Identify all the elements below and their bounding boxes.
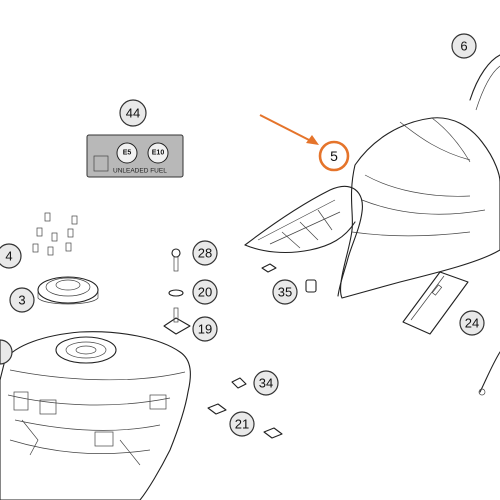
fuel-badge-e10: E10 (152, 150, 165, 157)
svg-text:28: 28 (198, 246, 212, 261)
callout-3[interactable]: 3 (9, 287, 35, 313)
callout-arrowhead (306, 135, 319, 145)
svg-text:4: 4 (5, 249, 12, 264)
passenger-seat-part[interactable] (469, 54, 500, 111)
bolt-part[interactable] (171, 248, 181, 272)
callout-arrow (259, 114, 314, 143)
callout-35[interactable]: 35 (272, 279, 298, 305)
callout-24[interactable]: 24 (459, 310, 485, 336)
svg-text:6: 6 (460, 39, 467, 54)
clip-part[interactable] (231, 377, 247, 389)
seat-clip-part[interactable] (261, 263, 317, 293)
cable-part[interactable] (478, 351, 500, 396)
callout-44[interactable]: 44 (119, 99, 147, 127)
fuel-tank-part[interactable] (0, 331, 191, 500)
callout-partial-left (0, 339, 13, 365)
fuel-label-part[interactable]: E5 E10 UNLEADED FUEL (86, 134, 184, 178)
callout-5[interactable]: 5 (318, 140, 350, 172)
nut-part[interactable] (207, 403, 283, 439)
fuel-badge-e5: E5 (123, 150, 132, 157)
callout-21[interactable]: 21 (229, 411, 255, 437)
pouch-part[interactable] (402, 271, 469, 335)
fuel-cap-part[interactable] (37, 276, 99, 305)
svg-text:24: 24 (465, 316, 479, 331)
svg-text:3: 3 (18, 293, 25, 308)
svg-text:19: 19 (198, 322, 212, 337)
svg-text:34: 34 (259, 376, 273, 391)
callout-20[interactable]: 20 (192, 279, 218, 305)
svg-text:5: 5 (330, 148, 338, 164)
washer-part[interactable] (168, 289, 184, 297)
fuel-label-text: UNLEADED FUEL (113, 168, 167, 175)
svg-text:21: 21 (235, 417, 249, 432)
callout-4[interactable]: 4 (0, 243, 22, 269)
screw-set-part[interactable] (32, 212, 78, 256)
svg-text:35: 35 (278, 285, 292, 300)
seat-part[interactable] (244, 117, 500, 299)
callout-28[interactable]: 28 (192, 240, 218, 266)
svg-text:44: 44 (126, 106, 140, 121)
callout-34[interactable]: 34 (253, 370, 279, 396)
bracket-part[interactable] (163, 307, 191, 335)
svg-text:20: 20 (198, 285, 212, 300)
callout-6[interactable]: 6 (451, 33, 477, 59)
callout-19[interactable]: 19 (192, 316, 218, 342)
